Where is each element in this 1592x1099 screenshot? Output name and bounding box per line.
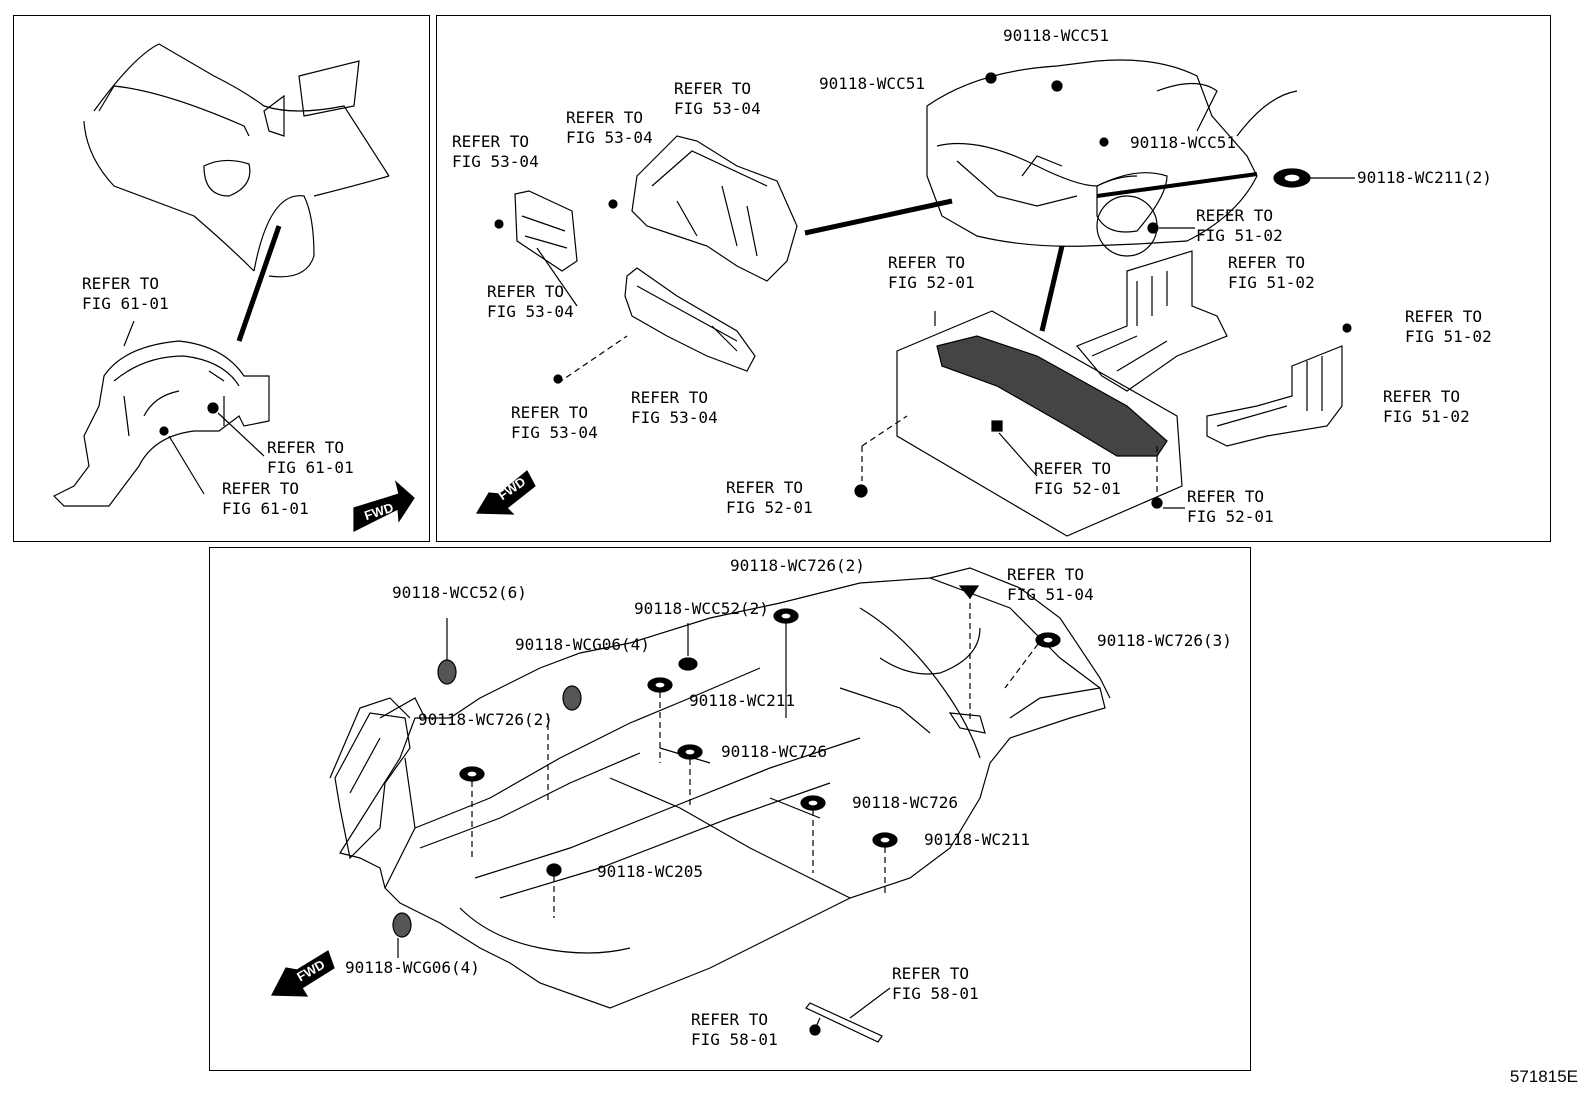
refer-to-fig-61-01-middle: REFER TO FIG 61-01	[267, 438, 354, 477]
fender-liner-drawing	[52, 43, 415, 532]
front-undercover-drawing	[475, 59, 1355, 537]
part-90118-wc726-2-top: 90118-WC726(2)	[730, 556, 865, 575]
part-90118-wcc51-center: 90118-WCC51	[1130, 133, 1236, 152]
refer-to-fig-61-01-upper: REFER TO FIG 61-01	[82, 274, 169, 313]
refer-to-fig-53-04-b: REFER TO FIG 53-04	[566, 108, 653, 147]
refer-to-fig-51-02-b: REFER TO FIG 51-02	[1228, 253, 1315, 292]
part-90118-wc726-a: 90118-WC726	[721, 742, 827, 761]
refer-to-fig-51-02-a: REFER TO FIG 51-02	[1196, 206, 1283, 245]
refer-to-fig-52-01-d: REFER TO FIG 52-01	[1187, 487, 1274, 526]
refer-to-fig-53-04-a: REFER TO FIG 53-04	[452, 132, 539, 171]
drawing-code: 571815E	[1509, 1067, 1578, 1086]
refer-to-fig-58-01-right: REFER TO FIG 58-01	[892, 964, 979, 1003]
part-90118-wcg06-4-top: 90118-WCG06(4)	[515, 635, 650, 654]
refer-to-fig-53-04-d: REFER TO FIG 53-04	[487, 282, 574, 321]
refer-to-fig-58-01-left: REFER TO FIG 58-01	[691, 1010, 778, 1049]
refer-to-fig-51-02-d: REFER TO FIG 51-02	[1383, 387, 1470, 426]
refer-to-fig-51-04: REFER TO FIG 51-04	[1007, 565, 1094, 604]
refer-to-fig-61-01-lower: REFER TO FIG 61-01	[222, 479, 309, 518]
part-90118-wc211-2: 90118-WC211(2)	[1357, 168, 1492, 187]
panel-fender-liner: REFER TO FIG 61-01 REFER TO FIG 61-01 RE…	[13, 15, 430, 542]
refer-to-fig-53-04-c: REFER TO FIG 53-04	[674, 79, 761, 118]
part-90118-wc211-a: 90118-WC211	[689, 691, 795, 710]
part-90118-wcg06-4-bottom: 90118-WCG06(4)	[345, 958, 480, 977]
refer-to-fig-53-04-e: REFER TO FIG 53-04	[511, 403, 598, 442]
refer-to-fig-51-02-c: REFER TO FIG 51-02	[1405, 307, 1492, 346]
part-90118-wc205: 90118-WC205	[597, 862, 703, 881]
part-90118-wcc52-2: 90118-WCC52(2)	[634, 599, 769, 618]
part-90118-wc726-2-left: 90118-WC726(2)	[418, 710, 553, 729]
part-90118-wc726-b: 90118-WC726	[852, 793, 958, 812]
refer-to-fig-52-01-a: REFER TO FIG 52-01	[888, 253, 975, 292]
refer-to-fig-52-01-b: REFER TO FIG 52-01	[1034, 459, 1121, 498]
refer-to-fig-52-01-c: REFER TO FIG 52-01	[726, 478, 813, 517]
part-90118-wcc51-left: 90118-WCC51	[819, 74, 925, 93]
part-90118-wc211-b: 90118-WC211	[924, 830, 1030, 849]
part-90118-wcc52-6: 90118-WCC52(6)	[392, 583, 527, 602]
part-90118-wc726-3: 90118-WC726(3)	[1097, 631, 1232, 650]
panel-front-undercover: REFER TO FIG 53-04 REFER TO FIG 53-04 RE…	[436, 15, 1551, 542]
refer-to-fig-53-04-f: REFER TO FIG 53-04	[631, 388, 718, 427]
part-90118-wcc51-top: 90118-WCC51	[1003, 26, 1109, 45]
floor-undercover-drawing	[271, 567, 1111, 1043]
panel-floor-undercover: 90118-WCC52(6) 90118-WC726(2) 90118-WCC5…	[209, 547, 1251, 1071]
